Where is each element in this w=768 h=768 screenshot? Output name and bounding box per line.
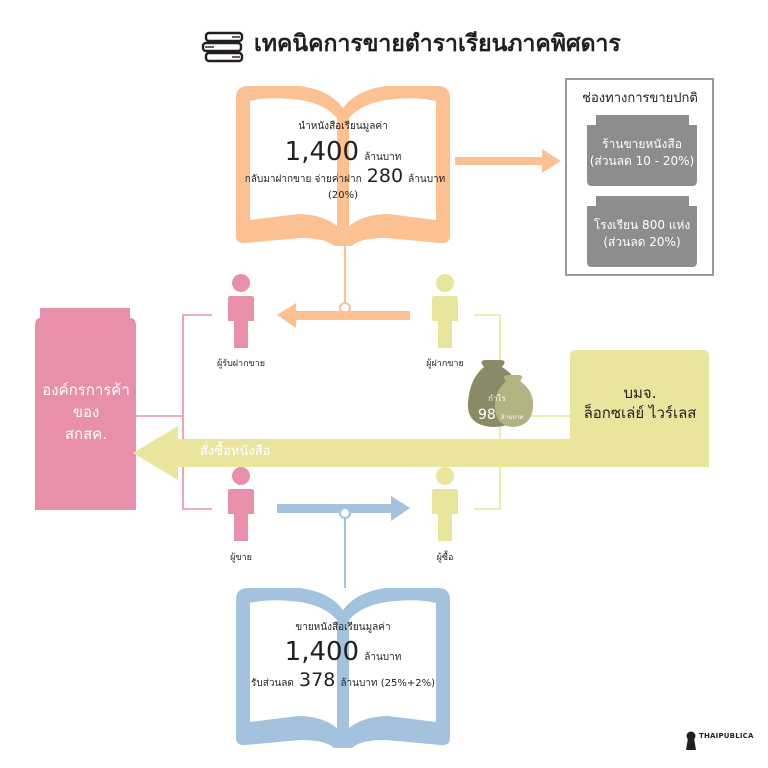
top-book-fee-pct: (20%) — [327, 190, 359, 201]
org-line3: สกสค. — [64, 424, 108, 443]
arrow-to-channels — [455, 149, 561, 173]
channels-title: ช่องทางการขายปกติ — [582, 91, 698, 106]
top-book-amount-unit: ล้านบาท — [364, 152, 402, 163]
bottom-book-line1: ขายหนังสือเรียนมูลค่า — [295, 622, 391, 633]
person-buyer-icon — [432, 467, 458, 541]
bottom-book-discount-unit: ล้านบาท (25%+2%) — [340, 678, 435, 689]
profit-label: กำไร — [488, 394, 506, 403]
bookstore-name: ร้านขายหนังสือ — [602, 137, 682, 151]
person-seller-icon — [228, 467, 254, 541]
bottom-book-amount-unit: ล้านบาท — [364, 652, 402, 663]
top-book-amount-row: 1,400 ล้านบาท — [285, 139, 402, 165]
company-label: บมจ. ล็อกซเล่ย์ ไวร์เลส — [584, 384, 697, 423]
school-name: โรงเรียน 800 แห่ง — [593, 218, 691, 232]
bottom-book-amount: 1,400 — [284, 637, 360, 667]
bottom-book-discount-row: รับส่วนลด 378 ล้านบาท (25%+2%) — [251, 671, 435, 690]
bookstore-discount: (ส่วนลด 10 - 20%) — [589, 154, 695, 169]
company-shape — [570, 350, 709, 444]
top-book-fee: 280 — [366, 165, 404, 187]
page-title: เทคนิคการขายตำราเรียนภาคพิศดาร — [254, 31, 621, 57]
org-line2: ของ — [72, 402, 100, 421]
depositor-label: ผู้ฝากขาย — [426, 359, 464, 369]
bookstore-shape — [587, 115, 697, 186]
company-line2: ล็อกซเล่ย์ ไวร์เลส — [583, 403, 697, 422]
bottom-book-shape — [236, 588, 450, 748]
person-depositor-icon — [432, 274, 458, 348]
top-book-fee-unit: ล้านบาท — [408, 174, 446, 185]
profit-amount: 98 — [478, 407, 496, 423]
publisher-logo: THAIPUBLICA — [699, 732, 754, 740]
money-bag-icon — [467, 360, 534, 427]
seller-label: ผู้ขาย — [230, 553, 252, 563]
top-book-line1: นำหนังสือเรียนมูลค่า — [298, 121, 388, 132]
bookstore-label: ร้านขายหนังสือ (ส่วนลด 10 - 20%) — [590, 136, 695, 171]
profit-row: 98 ล้านบาท — [478, 406, 523, 422]
order-arrow-label: สั่งซื้อหนังสือ — [200, 444, 271, 459]
order-arrow-shape — [133, 426, 709, 480]
school-label: โรงเรียน 800 แห่ง (ส่วนลด 20%) — [594, 217, 691, 252]
top-book-shape — [236, 86, 450, 246]
top-book-fee-prefix: กลับมาฝากขาย จ่ายค่าฝาก — [244, 174, 362, 185]
school-discount: (ส่วนลด 20%) — [603, 235, 681, 250]
keyhole-logo-icon — [686, 731, 696, 750]
company-line1: บมจ. — [623, 384, 657, 402]
books-stack-icon — [201, 31, 244, 63]
profit-unit: ล้านบาท — [500, 414, 524, 421]
top-book-fee-row: กลับมาฝากขาย จ่ายค่าฝาก 280 ล้านบาท — [245, 167, 446, 186]
org-line1: องค์กรการค้า — [42, 381, 130, 399]
person-receiver-icon — [228, 274, 254, 348]
bottom-book-discount: 378 — [299, 669, 336, 691]
bottom-book-amount-row: 1,400 ล้านบาท — [285, 639, 402, 665]
top-book-amount: 1,400 — [284, 137, 360, 167]
buyer-label: ผู้ซื้อ — [436, 553, 454, 563]
org-label: องค์กรการค้า ของ สกสค. — [42, 380, 130, 445]
pink-connector-lines — [136, 314, 212, 510]
bottom-book-discount-prefix: รับส่วนลด — [251, 678, 294, 689]
arrow-deposit-transfer — [277, 303, 410, 328]
school-shape — [587, 196, 697, 267]
receiver-label: ผู้รับฝากขาย — [216, 359, 266, 369]
arrow-sale-transfer — [277, 496, 410, 521]
org-shape — [35, 308, 136, 510]
bottom-connector-dot — [339, 507, 351, 519]
